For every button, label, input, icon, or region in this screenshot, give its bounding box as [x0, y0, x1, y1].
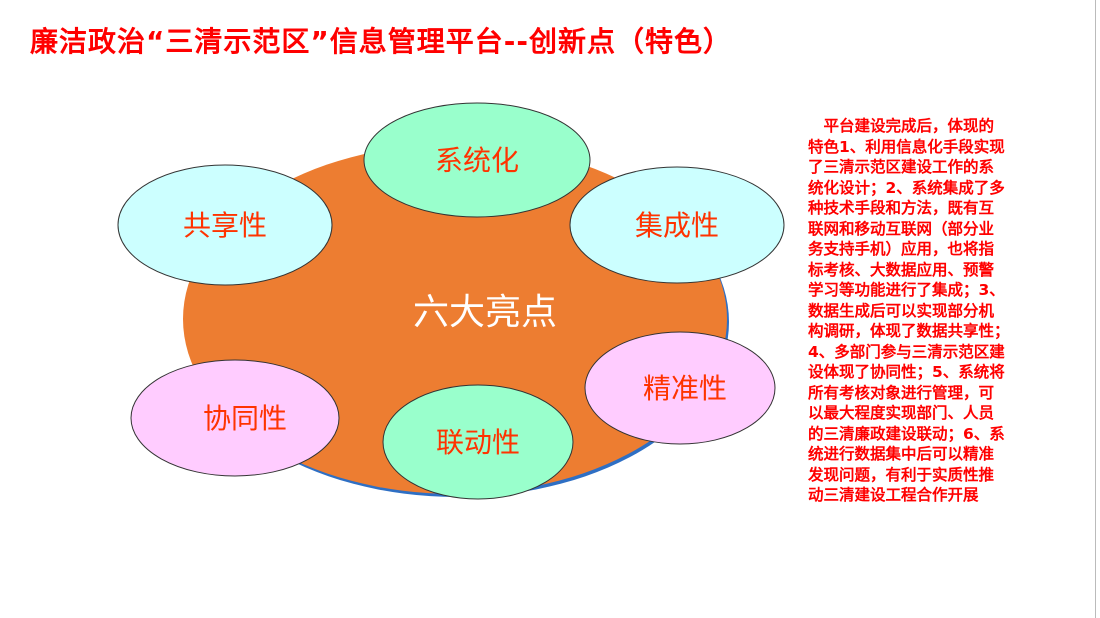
description-line: 构调研，体现了数据共享性；: [808, 322, 1010, 340]
hub-label: 六大亮点: [413, 292, 557, 333]
description-line: 平台建设完成后，体现的: [808, 117, 995, 135]
node-ellipse: [382, 384, 574, 500]
node-label: 共享性: [183, 209, 267, 242]
description-line: 联网和移动互联网（部分业: [808, 219, 995, 238]
description-line: 动三清建设工程合作开展: [808, 486, 979, 504]
description-line: 以最大程度实现部门、人员: [808, 404, 995, 422]
description-line: 了三清示范区建设工作的系: [808, 158, 995, 176]
node-ellipse: [569, 166, 785, 284]
node-ellipse: [130, 359, 340, 477]
node-label: 协同性: [203, 402, 287, 435]
description-line: 设体现了协同性；5、系统将: [808, 363, 1005, 381]
description-line: 所有考核对象进行管理，可: [808, 383, 995, 402]
description-line: 学习等功能进行了集成；3、: [808, 281, 1005, 299]
node-label: 集成性: [635, 209, 719, 242]
node-label: 精准性: [643, 372, 727, 405]
description-line: 的三清廉政建设联动；6、系: [808, 424, 1005, 443]
description-line: 务支持手机）应用，也将指: [808, 240, 995, 258]
node-label: 联动性: [436, 426, 520, 459]
node-ellipse: [363, 102, 591, 218]
description-line: 特色1、利用信息化手段实现: [808, 137, 1005, 156]
node-ellipse: [584, 331, 776, 445]
description-line: 统化设计；2、系统集成了多: [808, 178, 1005, 197]
node-label: 系统化: [435, 144, 519, 177]
description-line: 发现问题，有利于实质性推: [808, 465, 995, 484]
slide-edge: [1095, 0, 1096, 618]
description-line: 种技术手段和方法，既有互: [808, 199, 995, 217]
description-line: 4、多部门参与三清示范区建: [808, 342, 1005, 361]
description-line: 数据生成后可以实现部分机: [808, 301, 995, 320]
description-text: 平台建设完成后，体现的特色1、利用信息化手段实现了三清示范区建设工作的系统化设计…: [808, 116, 1048, 506]
description-line: 统进行数据集中后可以精准: [808, 445, 995, 463]
node-ellipse: [117, 164, 333, 286]
slide-title: 廉洁政治“三清示范区”信息管理平台--创新点（特色）: [30, 25, 733, 58]
description-line: 标考核、大数据应用、预警: [808, 260, 995, 279]
